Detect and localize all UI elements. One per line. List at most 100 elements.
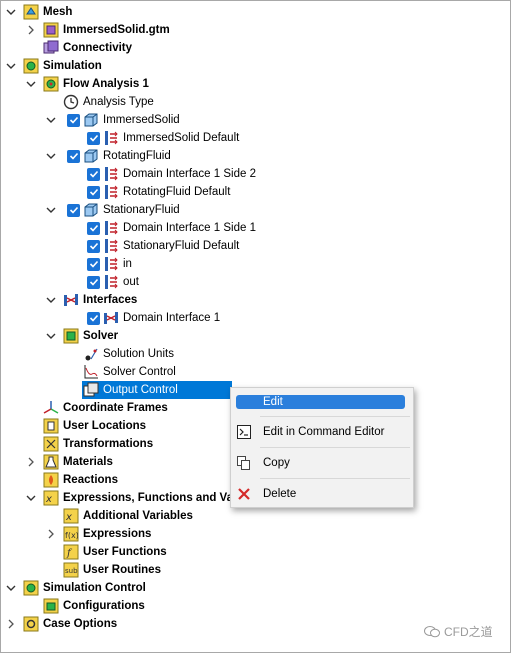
- checkbox-checked-icon[interactable]: [87, 167, 100, 181]
- collapse-icon[interactable]: [45, 291, 57, 309]
- expand-icon[interactable]: [25, 453, 37, 471]
- svg-text:f: f: [66, 548, 73, 559]
- checkbox-checked-icon[interactable]: [67, 203, 80, 217]
- collapse-icon[interactable]: [45, 147, 57, 165]
- boundary-icon: [103, 130, 119, 146]
- svg-text:x: x: [65, 512, 72, 523]
- menu-item-edit-command-editor[interactable]: Edit in Command Editor: [231, 420, 413, 444]
- solver-icon: [63, 328, 79, 344]
- tree-item-domain-interface[interactable]: Domain Interface 1: [87, 309, 220, 327]
- checkbox-checked-icon[interactable]: [87, 239, 100, 253]
- svg-text:sub: sub: [65, 567, 78, 575]
- copy-icon: [236, 455, 252, 471]
- checkbox-checked-icon[interactable]: [87, 221, 100, 235]
- boundary-icon: [103, 274, 119, 290]
- clock-icon: [63, 94, 79, 110]
- units-icon: [83, 346, 99, 362]
- expand-icon[interactable]: [25, 21, 37, 39]
- checkbox-checked-icon[interactable]: [87, 131, 100, 145]
- tree-item-stationaryfluid-default[interactable]: StationaryFluid Default: [87, 237, 239, 255]
- tree-item-user-locations[interactable]: User Locations: [43, 417, 146, 435]
- tree-item-out[interactable]: out: [87, 273, 139, 291]
- svg-text:x: x: [45, 494, 52, 505]
- transformations-icon: [43, 436, 59, 452]
- tree-item-immersedsolid-gtm[interactable]: ImmersedSolid.gtm: [43, 21, 170, 39]
- tree-item-immersedsolid[interactable]: ImmersedSolid: [67, 111, 180, 129]
- output-control-icon: [83, 382, 99, 398]
- menu-highlight: [236, 395, 405, 409]
- tree-item-mesh[interactable]: Mesh: [23, 3, 72, 21]
- user-routines-icon: sub: [63, 562, 79, 578]
- boundary-icon: [103, 220, 119, 236]
- simulation-control-icon: [23, 580, 39, 596]
- tree-item-interfaces[interactable]: Interfaces: [63, 291, 137, 309]
- tree-item-analysis-type[interactable]: Analysis Type: [63, 93, 154, 111]
- tree-item-configurations[interactable]: Configurations: [43, 597, 145, 615]
- checkbox-checked-icon[interactable]: [67, 113, 80, 127]
- menu-separator: [260, 478, 410, 479]
- tree-item-user-functions[interactable]: f User Functions: [63, 543, 167, 561]
- expand-icon[interactable]: [45, 525, 57, 543]
- expand-icon[interactable]: [5, 615, 17, 633]
- menu-separator: [260, 416, 410, 417]
- tree-item-flow-analysis[interactable]: Flow Analysis 1: [43, 75, 149, 93]
- tree-item-solution-units[interactable]: Solution Units: [83, 345, 174, 363]
- tree-item-domain-interface-side2[interactable]: Domain Interface 1 Side 2: [87, 165, 256, 183]
- terminal-icon: [236, 424, 252, 440]
- tree-item-additional-variables[interactable]: x Additional Variables: [63, 507, 193, 525]
- interface-icon: [103, 310, 119, 326]
- menu-item-copy[interactable]: Copy: [231, 451, 413, 475]
- tree-item-user-routines[interactable]: sub User Routines: [63, 562, 161, 578]
- checkbox-checked-icon[interactable]: [87, 257, 100, 271]
- collapse-icon[interactable]: [25, 489, 37, 507]
- watermark: CFD之道: [424, 623, 493, 640]
- tree-item-stationaryfluid[interactable]: StationaryFluid: [67, 201, 180, 219]
- tree-item-simulation-control[interactable]: Simulation Control: [23, 579, 146, 597]
- domain-icon: [83, 148, 99, 164]
- tree-item-simulation[interactable]: Simulation: [23, 57, 102, 75]
- domain-icon: [83, 202, 99, 218]
- tree-item-expressions-functions[interactable]: x Expressions, Functions and Va: [43, 489, 233, 507]
- configurations-icon: [43, 598, 59, 614]
- tree-item-transformations[interactable]: Transformations: [43, 435, 153, 453]
- tree-item-solver[interactable]: Solver: [63, 327, 118, 345]
- tree-item-immersedsolid-default[interactable]: ImmersedSolid Default: [87, 129, 239, 147]
- mesh-file-icon: [43, 22, 59, 38]
- tree-item-in[interactable]: in: [87, 255, 132, 273]
- tree-item-connectivity[interactable]: Connectivity: [43, 39, 132, 57]
- tree-item-reactions[interactable]: Reactions: [43, 471, 118, 489]
- tree-item-expressions[interactable]: f(x) Expressions: [63, 526, 152, 542]
- tree-item-output-control[interactable]: Output Control: [83, 381, 186, 399]
- tree-item-rotatingfluid[interactable]: RotatingFluid: [67, 147, 171, 165]
- checkbox-checked-icon[interactable]: [87, 311, 100, 325]
- boundary-icon: [103, 166, 119, 182]
- case-options-icon: [23, 616, 39, 632]
- tree-item-rotatingfluid-default[interactable]: RotatingFluid Default: [87, 183, 230, 201]
- boundary-icon: [103, 238, 119, 254]
- collapse-icon[interactable]: [5, 3, 17, 21]
- tree-item-materials[interactable]: Materials: [43, 453, 113, 471]
- tree-item-domain-interface-side1[interactable]: Domain Interface 1 Side 1: [87, 219, 256, 237]
- collapse-icon[interactable]: [45, 201, 57, 219]
- tree-item-case-options[interactable]: Case Options: [23, 615, 117, 633]
- expressions-functions-icon: x: [43, 490, 59, 506]
- menu-item-edit[interactable]: Edit: [231, 390, 413, 414]
- flow-analysis-icon: [43, 76, 59, 92]
- menu-item-delete[interactable]: Delete: [231, 482, 413, 506]
- context-menu: Edit Edit in Command Editor Copy Delete: [230, 387, 414, 508]
- collapse-icon[interactable]: [25, 75, 37, 93]
- tree-item-solver-control[interactable]: Solver Control: [83, 363, 176, 381]
- checkbox-checked-icon[interactable]: [87, 275, 100, 289]
- collapse-icon[interactable]: [5, 579, 17, 597]
- checkbox-checked-icon[interactable]: [87, 185, 100, 199]
- menu-separator: [260, 447, 410, 448]
- collapse-icon[interactable]: [45, 111, 57, 129]
- connectivity-icon: [43, 40, 59, 56]
- tree-item-coordinate-frames[interactable]: Coordinate Frames: [43, 399, 168, 417]
- collapse-icon[interactable]: [45, 327, 57, 345]
- domain-icon: [83, 112, 99, 128]
- collapse-icon[interactable]: [5, 57, 17, 75]
- checkbox-checked-icon[interactable]: [67, 149, 80, 163]
- expressions-icon: f(x): [63, 526, 79, 542]
